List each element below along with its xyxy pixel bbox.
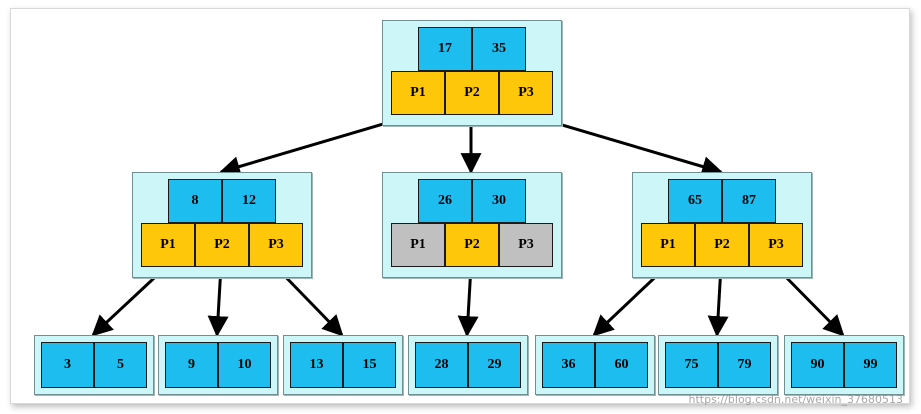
watermark-text: https://blog.csdn.net/weixin_37680513 (688, 393, 903, 406)
key-cell: 8 (168, 179, 222, 223)
pointer-cell: P1 (641, 223, 695, 267)
pointer-cell: P2 (445, 223, 499, 267)
pointer-cell: P1 (391, 71, 445, 115)
leaf-key-cell: 13 (290, 342, 343, 388)
pointer-cell: P2 (445, 71, 499, 115)
pointer-cell: P3 (249, 223, 303, 267)
key-cell: 87 (722, 179, 776, 223)
leaf-key-cell: 75 (665, 342, 718, 388)
leaf-key-cell: 79 (718, 342, 771, 388)
leaf-key-cell: 90 (791, 342, 844, 388)
key-cell: 17 (418, 27, 472, 71)
key-cell: 26 (418, 179, 472, 223)
pointer-cell: P3 (749, 223, 803, 267)
key-cell: 35 (472, 27, 526, 71)
pointer-cell: P2 (195, 223, 249, 267)
pointer-cell: P2 (695, 223, 749, 267)
key-cell: 65 (668, 179, 722, 223)
key-cell: 30 (472, 179, 526, 223)
leaf-key-cell: 9 (165, 342, 218, 388)
leaf-key-cell: 15 (343, 342, 396, 388)
leaf-key-cell: 28 (415, 342, 468, 388)
leaf-key-cell: 29 (468, 342, 521, 388)
pointer-cell: P3 (499, 71, 553, 115)
leaf-key-cell: 60 (595, 342, 648, 388)
key-cell: 12 (222, 179, 276, 223)
leaf-key-cell: 99 (844, 342, 897, 388)
leaf-key-cell: 3 (41, 342, 94, 388)
pointer-cell: P1 (141, 223, 195, 267)
null-pointer-cell: P1 (391, 223, 445, 267)
leaf-key-cell: 10 (218, 342, 271, 388)
null-pointer-cell: P3 (499, 223, 553, 267)
leaf-key-cell: 5 (94, 342, 147, 388)
leaf-key-cell: 36 (542, 342, 595, 388)
